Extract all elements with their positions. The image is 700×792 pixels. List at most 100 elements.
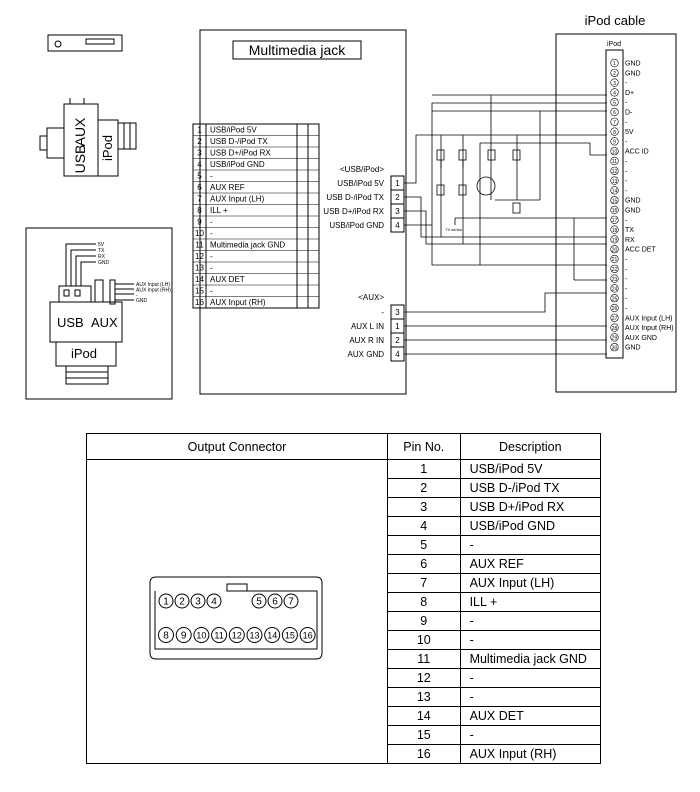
ipod-pin-label: GND — [625, 208, 641, 215]
connector-pin-number: 2 — [179, 596, 185, 607]
header-pin-no: Pin No. — [387, 433, 461, 460]
ipod-pin-number: 9 — [613, 140, 616, 146]
connector-pin — [264, 626, 281, 643]
ipod-pin-label: D+ — [625, 90, 634, 97]
ipod-pin-circle — [610, 137, 619, 146]
ipod-pin-number: 29 — [612, 336, 618, 342]
jack-pin-number: 6 — [197, 183, 202, 192]
usb-pin-label: USB D+/iPod RX — [323, 207, 384, 216]
ipod-pin-circle — [610, 127, 619, 136]
ipod-pin-number: 18 — [612, 228, 618, 234]
jack-pin-label: USB D+/iPod RX — [210, 149, 271, 158]
connector-pin-number: 3 — [195, 596, 201, 607]
ipod-pin-circle — [610, 88, 619, 97]
ipod-pin-number: 12 — [612, 169, 618, 175]
pin-number-cell: 16 — [387, 744, 461, 764]
connector-pin — [158, 593, 174, 608]
ipod-pin-label: - — [625, 178, 628, 185]
usb-pin-number: 3 — [395, 207, 400, 216]
ipod-pin-label: - — [625, 139, 628, 146]
inset-usb-label: USB — [57, 315, 84, 330]
ipod-pin-number: 15 — [612, 198, 618, 204]
ipod-pin-circle — [610, 166, 619, 175]
ipod-pin-number: 14 — [612, 189, 618, 195]
pin-description-cell: - — [459, 535, 602, 555]
ipod-pin-label: AUX Input (LH) — [625, 315, 672, 322]
ipod-pin-label: RX — [625, 237, 635, 244]
ipod-pin-circle — [610, 196, 619, 205]
wiring-lines — [404, 94, 607, 355]
connector-pin — [206, 593, 222, 608]
pin-description-cell: Multimedia jack GND — [459, 649, 602, 669]
ipod-pin-circle — [610, 294, 619, 303]
ipod-pin-circle — [610, 147, 619, 156]
ipod-pin-number: 26 — [612, 306, 618, 312]
jack-pin-label: - — [210, 264, 213, 273]
inset-wire-label: 5V — [98, 242, 105, 248]
ipod-pin-column — [605, 49, 624, 359]
ipod-pin-circle — [610, 313, 619, 322]
aux-pin-label: AUX R IN — [349, 336, 384, 345]
connector-pin — [299, 626, 316, 643]
ipod-pin-circle — [610, 156, 619, 166]
pin-number-cell: 11 — [387, 649, 461, 669]
ipod-pin-label: D- — [625, 110, 633, 117]
connector-pin-number: 8 — [163, 630, 169, 641]
jack-pin-number: 7 — [197, 195, 202, 204]
jack-pin-label: AUX DET — [210, 275, 245, 284]
connector-pin — [193, 626, 210, 643]
ipod-pin-number: 16 — [612, 208, 618, 214]
pin-number-cell: 8 — [387, 592, 461, 612]
pin-description-cell: - — [459, 687, 602, 707]
ipod-pin-circle — [610, 98, 619, 107]
connector-pin — [281, 626, 298, 643]
inset-wire-label: TX — [98, 248, 105, 254]
connector-outline — [149, 576, 323, 659]
multimedia-jack-box — [199, 29, 407, 395]
pin-description-cell: ILL + — [459, 592, 602, 612]
ipod-pin-number: 24 — [612, 287, 618, 293]
usb-group-label: <USB/iPod> — [340, 165, 384, 174]
ipod-pin-circle — [610, 284, 619, 293]
ipod-pin-label: GND — [625, 61, 641, 68]
jack-pin-label: - — [210, 229, 213, 238]
pin-number-cell: 13 — [387, 687, 461, 707]
connector-pin-number: 7 — [288, 596, 294, 607]
jack-pin-label: - — [210, 252, 213, 261]
ipod-pin-circle — [610, 274, 619, 283]
connector-pin-number: 12 — [232, 630, 242, 640]
connector-pin-number: 9 — [181, 630, 187, 641]
table-row: 12- — [87, 668, 602, 688]
pin-description-cell: USB D-/iPod TX — [459, 478, 602, 498]
pin-description-cell: - — [459, 725, 602, 745]
jack-pin-number: 11 — [195, 241, 204, 250]
aux-pin-block — [390, 304, 405, 362]
connector-pin-number: 16 — [303, 630, 313, 640]
aux-pin-label: AUX GND — [348, 350, 385, 359]
ipod-pin-label: - — [625, 80, 628, 87]
ipod-pin-circle — [610, 333, 619, 342]
pin-description-cell: - — [459, 668, 602, 688]
connector-pin-number: 5 — [256, 596, 262, 607]
ipod-pin-number: 21 — [612, 257, 618, 263]
ipod-pin-label: - — [625, 159, 628, 166]
table-row: 5- — [87, 535, 602, 555]
ipod-pin-number: 20 — [612, 247, 618, 253]
inset-wire-label: GND — [98, 260, 110, 266]
ipod-pin-number: 17 — [612, 218, 618, 224]
inset-wire-label: RX — [98, 254, 106, 260]
pin-number-cell: 10 — [387, 630, 461, 650]
ipod-pin-label: - — [625, 257, 628, 264]
inset-aux-wire-label: GND — [136, 298, 148, 304]
ipod-pin-circle — [610, 254, 619, 264]
ipod-pin-label: AUX GND — [625, 335, 657, 342]
ipod-pin-label: 5V — [625, 129, 634, 136]
usb-aux-ipod-plug-icon — [39, 98, 137, 177]
connector-pin — [228, 626, 245, 643]
aux-pin-label: AUX L IN — [351, 322, 384, 331]
connector-pin-number: 1 — [163, 596, 169, 607]
pin-description-cell: USB/iPod GND — [459, 516, 602, 536]
